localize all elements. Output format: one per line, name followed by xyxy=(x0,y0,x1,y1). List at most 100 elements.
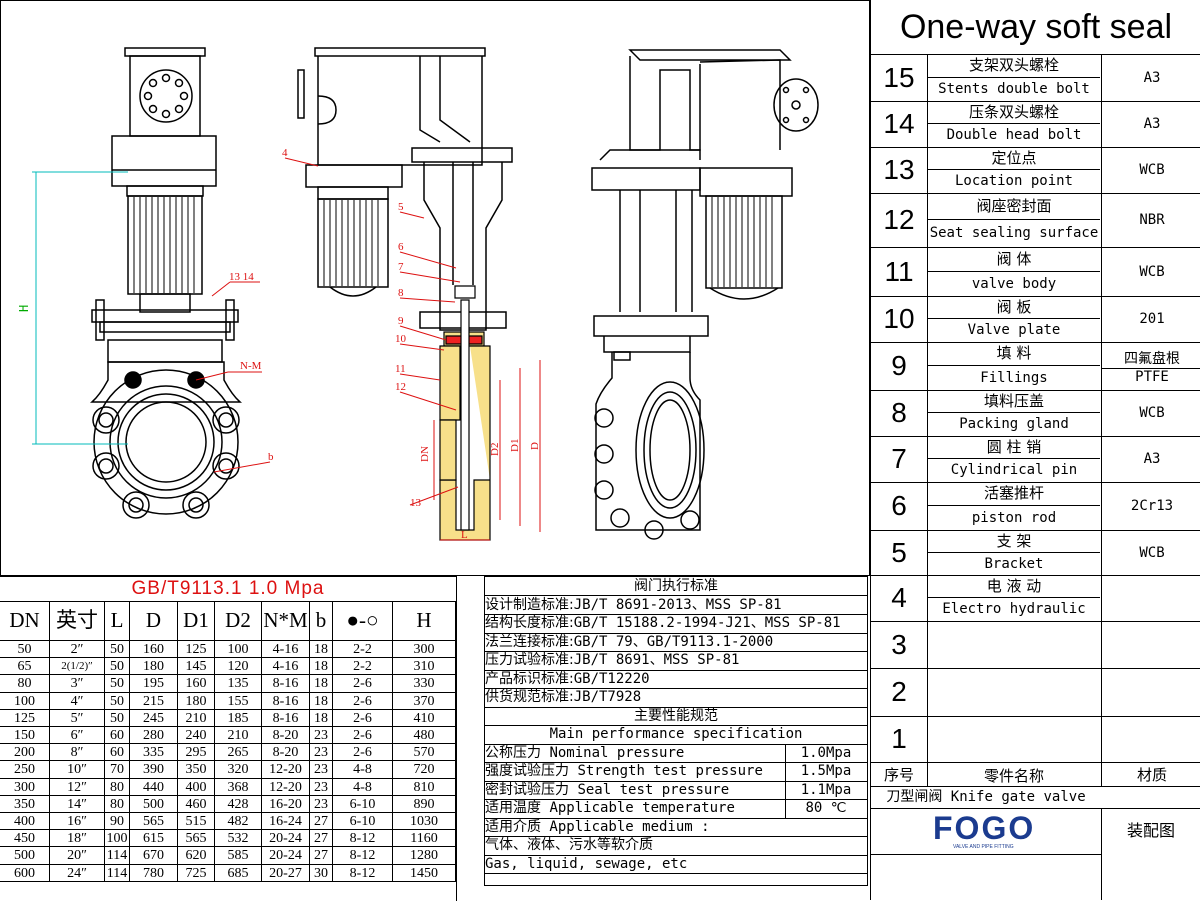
medium-line-1: 气体、液体、污水等软介质 xyxy=(485,836,867,856)
performance-value: 1.5Mpa xyxy=(800,763,852,779)
table-cell: 250 xyxy=(0,761,50,779)
part-name-en: Stents double bolt xyxy=(938,81,1090,97)
standard-label: 压力试验标准: xyxy=(485,652,574,668)
standard-row: 供货规范标准:JB/T7928 xyxy=(485,688,867,708)
standard-value: GB/T 79、GB/T9113.1-2000 xyxy=(573,633,774,650)
table-cell: 16-20 xyxy=(262,795,310,813)
table-cell: 8-12 xyxy=(333,830,393,848)
section-body xyxy=(440,286,490,540)
standard-label: 结构长度标准: xyxy=(485,615,574,631)
table-cell: 114 xyxy=(105,864,130,882)
performance-label-en: Applicable temperature xyxy=(549,800,735,816)
part-name-zh: 填料压盖 xyxy=(928,390,1100,413)
table-cell: 4″ xyxy=(50,692,105,710)
table-cell: 50 xyxy=(105,692,130,710)
performance-label-en: Nominal pressure xyxy=(549,744,685,761)
table-cell: 2(1/2)″ xyxy=(50,658,105,676)
table-cell: 725 xyxy=(178,864,215,882)
table-cell: 620 xyxy=(178,847,215,865)
table-cell: 720 xyxy=(393,761,456,779)
drawing-type: 装配图 xyxy=(1126,821,1175,840)
table-cell: 60 xyxy=(105,744,130,762)
table-cell: 4-8 xyxy=(333,761,393,779)
medium-line-2: Gas, liquid, sewage, etc xyxy=(485,855,867,874)
callout-6: 6 xyxy=(398,241,404,253)
part-name-en: Electro hydraulic xyxy=(942,601,1086,617)
part-number: 15 xyxy=(871,54,928,101)
table-cell: 6-10 xyxy=(333,795,393,813)
table-cell: 210 xyxy=(215,727,262,745)
table-cell: 8-16 xyxy=(262,709,310,727)
table-cell: 23 xyxy=(310,761,333,779)
table-cell: 780 xyxy=(130,864,178,882)
table-cell: 4-16 xyxy=(262,641,310,659)
dim-d: D xyxy=(529,442,541,450)
dim-d1: D1 xyxy=(509,439,521,452)
table-cell: 482 xyxy=(215,813,262,831)
standard-label: 供货规范标准: xyxy=(485,689,574,705)
part-material xyxy=(1101,716,1200,762)
part-number: 13 xyxy=(871,147,928,193)
part-number: 3 xyxy=(871,621,928,668)
part-material: WCB xyxy=(1101,147,1200,193)
table-cell: 2-6 xyxy=(333,675,393,693)
table-cell: 565 xyxy=(178,830,215,848)
performance-value: 1.0Mpa xyxy=(800,744,852,761)
table-cell: 2-6 xyxy=(333,692,393,710)
part-number: 9 xyxy=(871,342,928,390)
callout-10: 10 xyxy=(395,333,407,345)
parts-row: 2 xyxy=(871,668,1200,717)
valve-drawings: H 13 14 N-M b xyxy=(0,0,870,576)
table-cell: 50 xyxy=(105,658,130,676)
table-cell: 120 xyxy=(215,658,262,676)
table-cell: 150 xyxy=(0,727,50,745)
table-header-cell: H xyxy=(393,601,456,641)
performance-row: 强度试验压力 Strength test pressure 1.5Mpa xyxy=(485,762,867,782)
table-cell: 450 xyxy=(0,830,50,848)
table-cell: 18 xyxy=(310,658,333,676)
table-cell: 100 xyxy=(215,641,262,659)
table-header-cell: D1 xyxy=(178,601,215,641)
table-cell: 500 xyxy=(0,847,50,865)
table-cell: 100 xyxy=(105,830,130,848)
callout-9: 9 xyxy=(398,315,404,327)
table-cell: 8-20 xyxy=(262,744,310,762)
table-cell: 160 xyxy=(130,641,178,659)
part-material-en: PTFE xyxy=(1135,368,1169,385)
part-number: 11 xyxy=(871,247,928,296)
part-material: 201 xyxy=(1101,296,1200,342)
part-name-en: Bracket xyxy=(984,556,1044,572)
section-view xyxy=(298,48,512,330)
table-cell: 2-6 xyxy=(333,744,393,762)
standard-row: 法兰连接标准:GB/T 79、GB/T9113.1-2000 xyxy=(485,633,867,652)
table-cell: 370 xyxy=(393,692,456,710)
dim-l: L xyxy=(461,529,468,541)
standard-label: 设计制造标准: xyxy=(485,596,574,613)
table-cell: 114 xyxy=(105,847,130,865)
part-number: 7 xyxy=(871,436,928,482)
performance-title-en: Main performance specification xyxy=(485,725,867,745)
fogo-logo: FOGO xyxy=(933,810,1036,846)
table-cell: 30 xyxy=(310,864,333,882)
table-cell: 8-12 xyxy=(333,864,393,882)
table-cell: 280 xyxy=(130,727,178,745)
table-cell: 1450 xyxy=(393,864,456,882)
callout-7: 7 xyxy=(398,261,404,273)
front-view xyxy=(92,48,240,518)
table-cell: 350 xyxy=(0,795,50,813)
parts-row: 3 xyxy=(871,621,1200,669)
table-cell: 265 xyxy=(215,744,262,762)
standard-value: JB/T7928 xyxy=(573,689,642,705)
dim-d2: D2 xyxy=(489,443,501,456)
part-material-zh: 四氟盘根 xyxy=(1102,348,1200,369)
part-number: 4 xyxy=(871,575,928,621)
table-header-cell: D2 xyxy=(215,601,262,641)
brand-block: FOGO VALVE AND PIPE FITTING xyxy=(871,808,1102,855)
table-cell: 6″ xyxy=(50,727,105,745)
table-cell: 20-24 xyxy=(262,830,310,848)
table-header-cell: D xyxy=(130,601,178,641)
label-h: H xyxy=(17,305,31,312)
